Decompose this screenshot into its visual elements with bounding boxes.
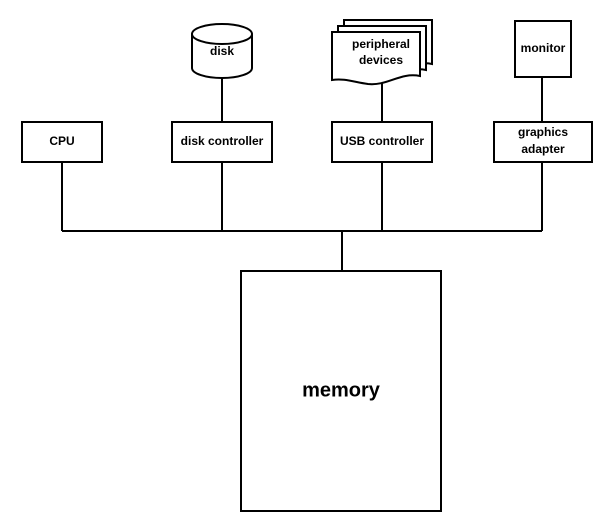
usb-controller-box [331, 121, 433, 163]
monitor-label: monitor [521, 41, 566, 55]
disk-controller-label: disk controller [181, 134, 264, 148]
disk-cylinder-top [191, 23, 253, 45]
monitor-box [514, 20, 572, 78]
memory-label: memory [302, 379, 381, 401]
disk-node[interactable]: disk [191, 23, 253, 79]
peripheral-devices-node[interactable]: peripheral devices [331, 19, 433, 86]
monitor-node[interactable]: monitor [514, 20, 572, 78]
bus-connectors [61, 72, 543, 271]
peripheral-sheet-front [331, 31, 421, 86]
cpu-label: CPU [49, 134, 74, 148]
disk-controller-node[interactable]: disk controller [171, 121, 273, 163]
cpu-node[interactable]: CPU [21, 121, 103, 163]
peripheral-devices-label-line-1: peripheral [352, 37, 410, 51]
graphics-adapter-box [493, 121, 593, 163]
graphics-adapter-node[interactable]: graphics adapter [493, 121, 593, 163]
peripheral-devices-label-line-2: devices [359, 53, 403, 67]
disk-label: disk [210, 44, 234, 58]
graphics-adapter-label-line-1: graphics [518, 125, 568, 139]
usb-controller-node[interactable]: USB controller [331, 121, 433, 163]
usb-controller-label: USB controller [340, 134, 424, 148]
graphics-adapter-label-line-2: adapter [521, 142, 565, 156]
disk-cylinder-body [191, 34, 253, 79]
disk-controller-box [171, 121, 273, 163]
memory-box [240, 270, 442, 512]
cpu-box [21, 121, 103, 163]
memory-node[interactable]: memory [240, 270, 442, 512]
